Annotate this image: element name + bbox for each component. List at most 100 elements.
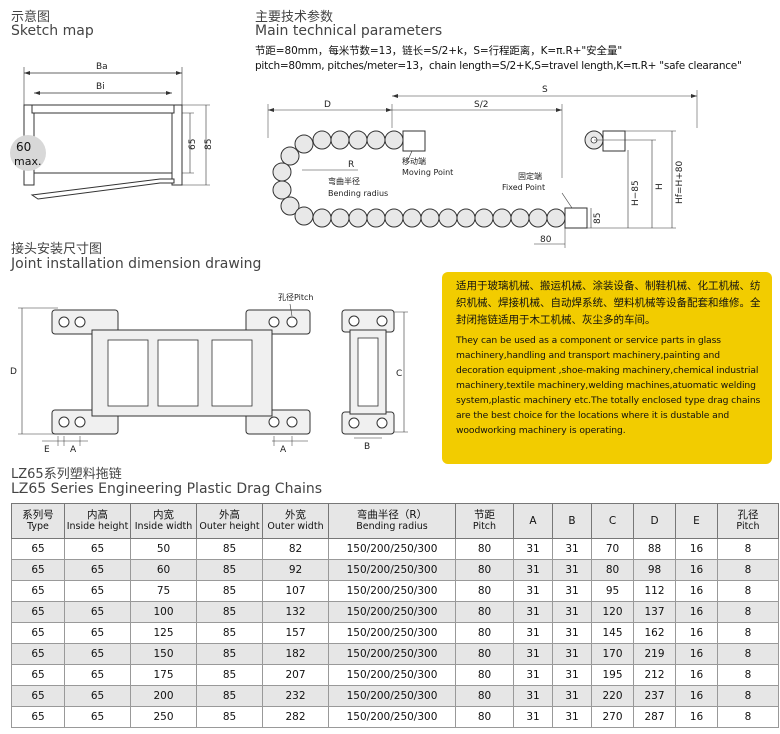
table-cell: 150/200/250/300 — [328, 685, 456, 707]
table-cell: 31 — [513, 580, 553, 602]
table-cell: 150/200/250/300 — [328, 580, 456, 602]
label-r: R — [348, 160, 354, 170]
table-cell: 145 — [591, 622, 634, 644]
table-cell: 8 — [717, 706, 779, 728]
table-cell: 31 — [513, 622, 553, 644]
table-cell: 232 — [262, 685, 329, 707]
header-d: D — [633, 503, 676, 539]
table-cell: 150/200/250/300 — [328, 601, 456, 623]
table-cell: 65 — [11, 580, 65, 602]
table-cell: 107 — [262, 580, 329, 602]
badge-value: 60 — [16, 140, 31, 154]
table-cell: 31 — [552, 538, 592, 560]
moving-cn: 移动端 — [402, 156, 426, 166]
bending-en: Bending radius — [328, 189, 388, 198]
table-cell: 65 — [64, 601, 131, 623]
table-cell: 16 — [675, 664, 718, 686]
table-cell: 82 — [262, 538, 329, 560]
table-cell: 80 — [455, 622, 514, 644]
joint-label-b: B — [364, 442, 370, 450]
table-cell: 31 — [552, 601, 592, 623]
table-cell: 162 — [633, 622, 676, 644]
table-cell: 65 — [11, 538, 65, 560]
label-ba: Ba — [96, 62, 108, 72]
table-cell: 80 — [455, 559, 514, 581]
table-cell: 80 — [455, 685, 514, 707]
table-cell: 50 — [130, 538, 197, 560]
joint-title-en: Joint installation dimension drawing — [11, 256, 262, 272]
table-cell: 65 — [64, 685, 131, 707]
table-cell: 70 — [591, 538, 634, 560]
header-bending-radius: 弯曲半径（R）Bending radius — [328, 503, 456, 539]
moving-en: Moving Point — [402, 168, 453, 177]
table-cell: 150/200/250/300 — [328, 706, 456, 728]
fixed-en: Fixed Point — [502, 183, 545, 192]
table-cell: 212 — [633, 664, 676, 686]
table-cell: 207 — [262, 664, 329, 686]
table-cell: 85 — [196, 601, 263, 623]
table-cell: 175 — [130, 664, 197, 686]
table-cell: 200 — [130, 685, 197, 707]
params-title-cn: 主要技术参数 — [255, 10, 334, 25]
note-text-en: They can be used as a component or servi… — [456, 335, 761, 436]
table-cell: 31 — [552, 643, 592, 665]
table-cell: 65 — [11, 664, 65, 686]
label-h: H — [655, 183, 665, 190]
table-cell: 16 — [675, 706, 718, 728]
table-cell: 8 — [717, 643, 779, 665]
table-cell: 98 — [633, 559, 676, 581]
table-cell: 31 — [513, 643, 553, 665]
table-cell: 137 — [633, 601, 676, 623]
table-cell: 85 — [196, 685, 263, 707]
table-cell: 31 — [552, 685, 592, 707]
params-line-en: pitch=80mm, pitches/meter=13，chain lengt… — [255, 60, 742, 72]
table-cell: 65 — [64, 622, 131, 644]
note-text-cn: 适用于玻璃机械、搬运机械、涂装设备、制鞋机械、化工机械、纺织机械、焊接机械、自动… — [456, 280, 761, 326]
table-cell: 65 — [11, 601, 65, 623]
table-cell: 16 — [675, 580, 718, 602]
table-cell: 65 — [11, 622, 65, 644]
label-bi: Bi — [96, 82, 105, 92]
label-85-chain: 85 — [593, 213, 603, 224]
table-cell: 80 — [455, 664, 514, 686]
table-cell: 31 — [552, 559, 592, 581]
table-cell: 31 — [513, 559, 553, 581]
label-s: S — [542, 85, 548, 95]
series-title-en: LZ65 Series Engineering Plastic Drag Cha… — [11, 481, 323, 497]
table-cell: 88 — [633, 538, 676, 560]
table-cell: 8 — [717, 580, 779, 602]
bending-cn: 弯曲半径 — [328, 176, 360, 186]
table-cell: 16 — [675, 643, 718, 665]
table-cell: 85 — [196, 643, 263, 665]
table-cell: 95 — [591, 580, 634, 602]
table-cell: 16 — [675, 685, 718, 707]
table-cell: 31 — [513, 601, 553, 623]
series-title-cn: LZ65系列塑料拖链 — [11, 467, 122, 482]
sketch-title-en: Sketch map — [11, 23, 94, 39]
table-cell: 31 — [552, 580, 592, 602]
badge-unit: max. — [14, 155, 41, 168]
joint-title-cn: 接头安装尺寸图 — [11, 242, 103, 257]
table-cell: 250 — [130, 706, 197, 728]
joint-label-c: C — [396, 369, 402, 379]
table-cell: 182 — [262, 643, 329, 665]
table-cell: 85 — [196, 664, 263, 686]
label-80-chain: 80 — [540, 235, 552, 245]
fixed-cn: 固定端 — [518, 171, 542, 181]
table-cell: 8 — [717, 538, 779, 560]
table-cell: 65 — [64, 538, 131, 560]
